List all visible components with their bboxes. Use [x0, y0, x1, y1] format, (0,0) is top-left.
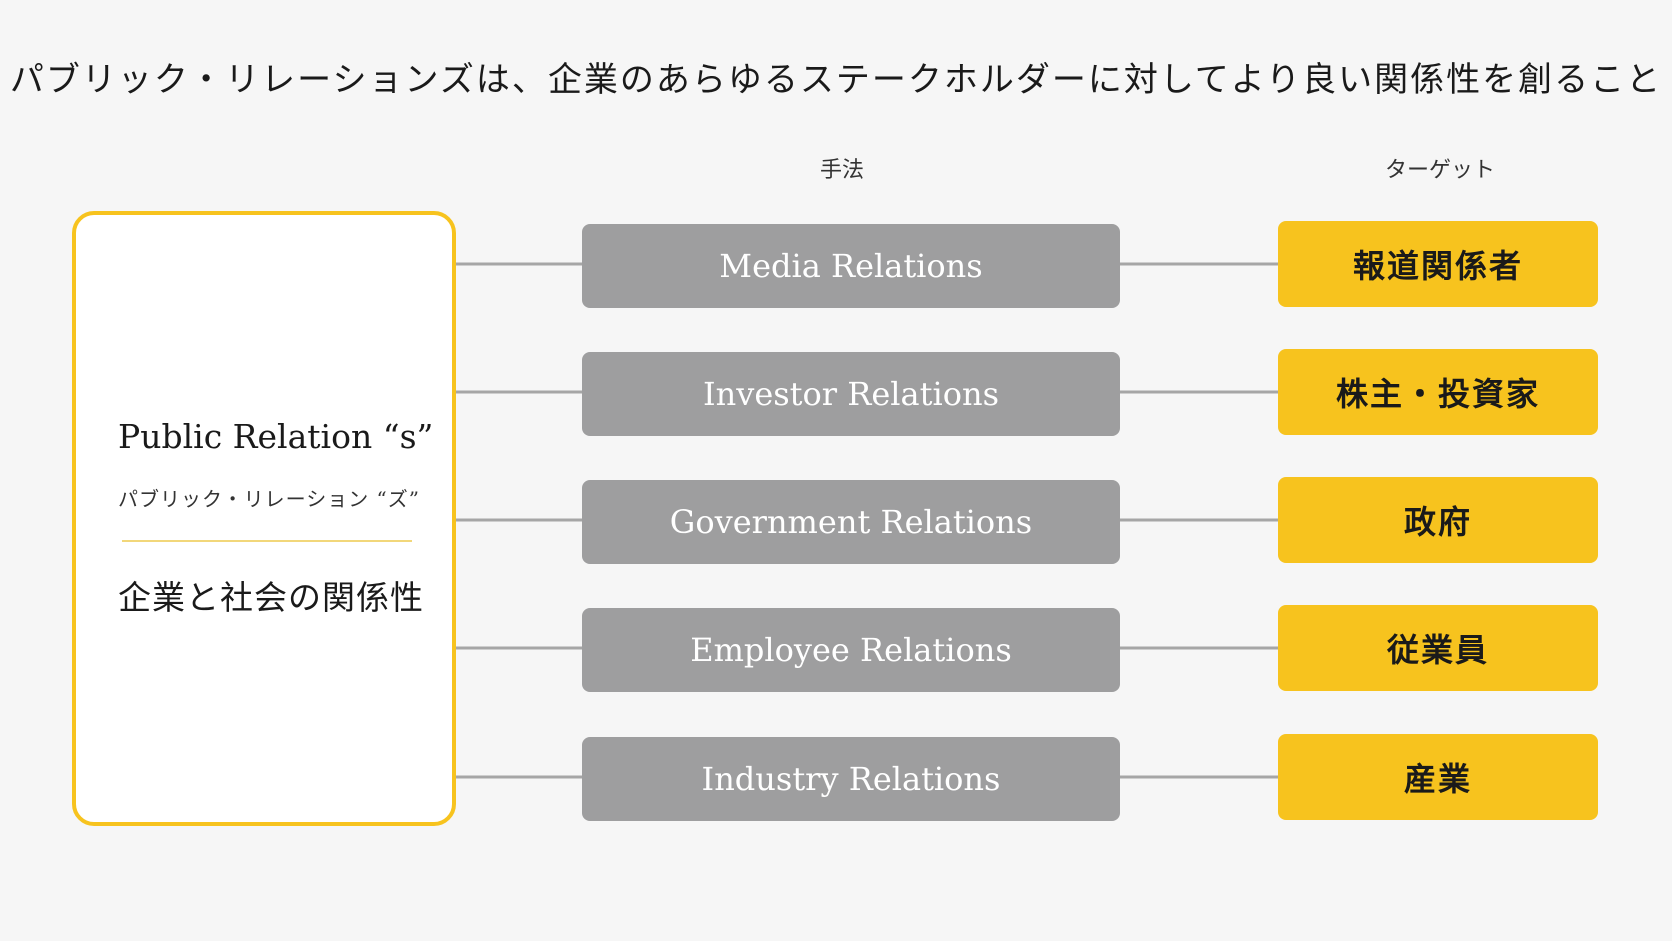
headline: パブリック・リレーションズは、企業のあらゆるステークホルダーに対してより良い関係…	[9, 60, 1663, 100]
method-box-employee: Employee Relations	[582, 608, 1120, 692]
target-box-government: 政府	[1278, 477, 1598, 563]
card-title: Public Relation “s”	[118, 417, 434, 456]
public-relations-card: Public Relation “s” パブリック・リレーション “ズ” 企業と…	[72, 211, 456, 826]
card-subtitle: パブリック・リレーション “ズ”	[118, 487, 421, 511]
column-header-target: ターゲット	[1384, 158, 1495, 183]
card-divider	[122, 540, 412, 542]
method-box-government: Government Relations	[582, 480, 1120, 564]
card-relation-text: 企業と社会の関係性	[118, 578, 424, 617]
method-box-industry: Industry Relations	[582, 737, 1120, 821]
target-box-industry: 産業	[1278, 734, 1598, 820]
target-box-employee: 従業員	[1278, 605, 1598, 691]
target-box-investor: 株主・投資家	[1278, 349, 1598, 435]
target-box-media: 報道関係者	[1278, 221, 1598, 307]
method-box-media: Media Relations	[582, 224, 1120, 308]
column-header-method: 手法	[819, 158, 864, 183]
method-box-investor: Investor Relations	[582, 352, 1120, 436]
